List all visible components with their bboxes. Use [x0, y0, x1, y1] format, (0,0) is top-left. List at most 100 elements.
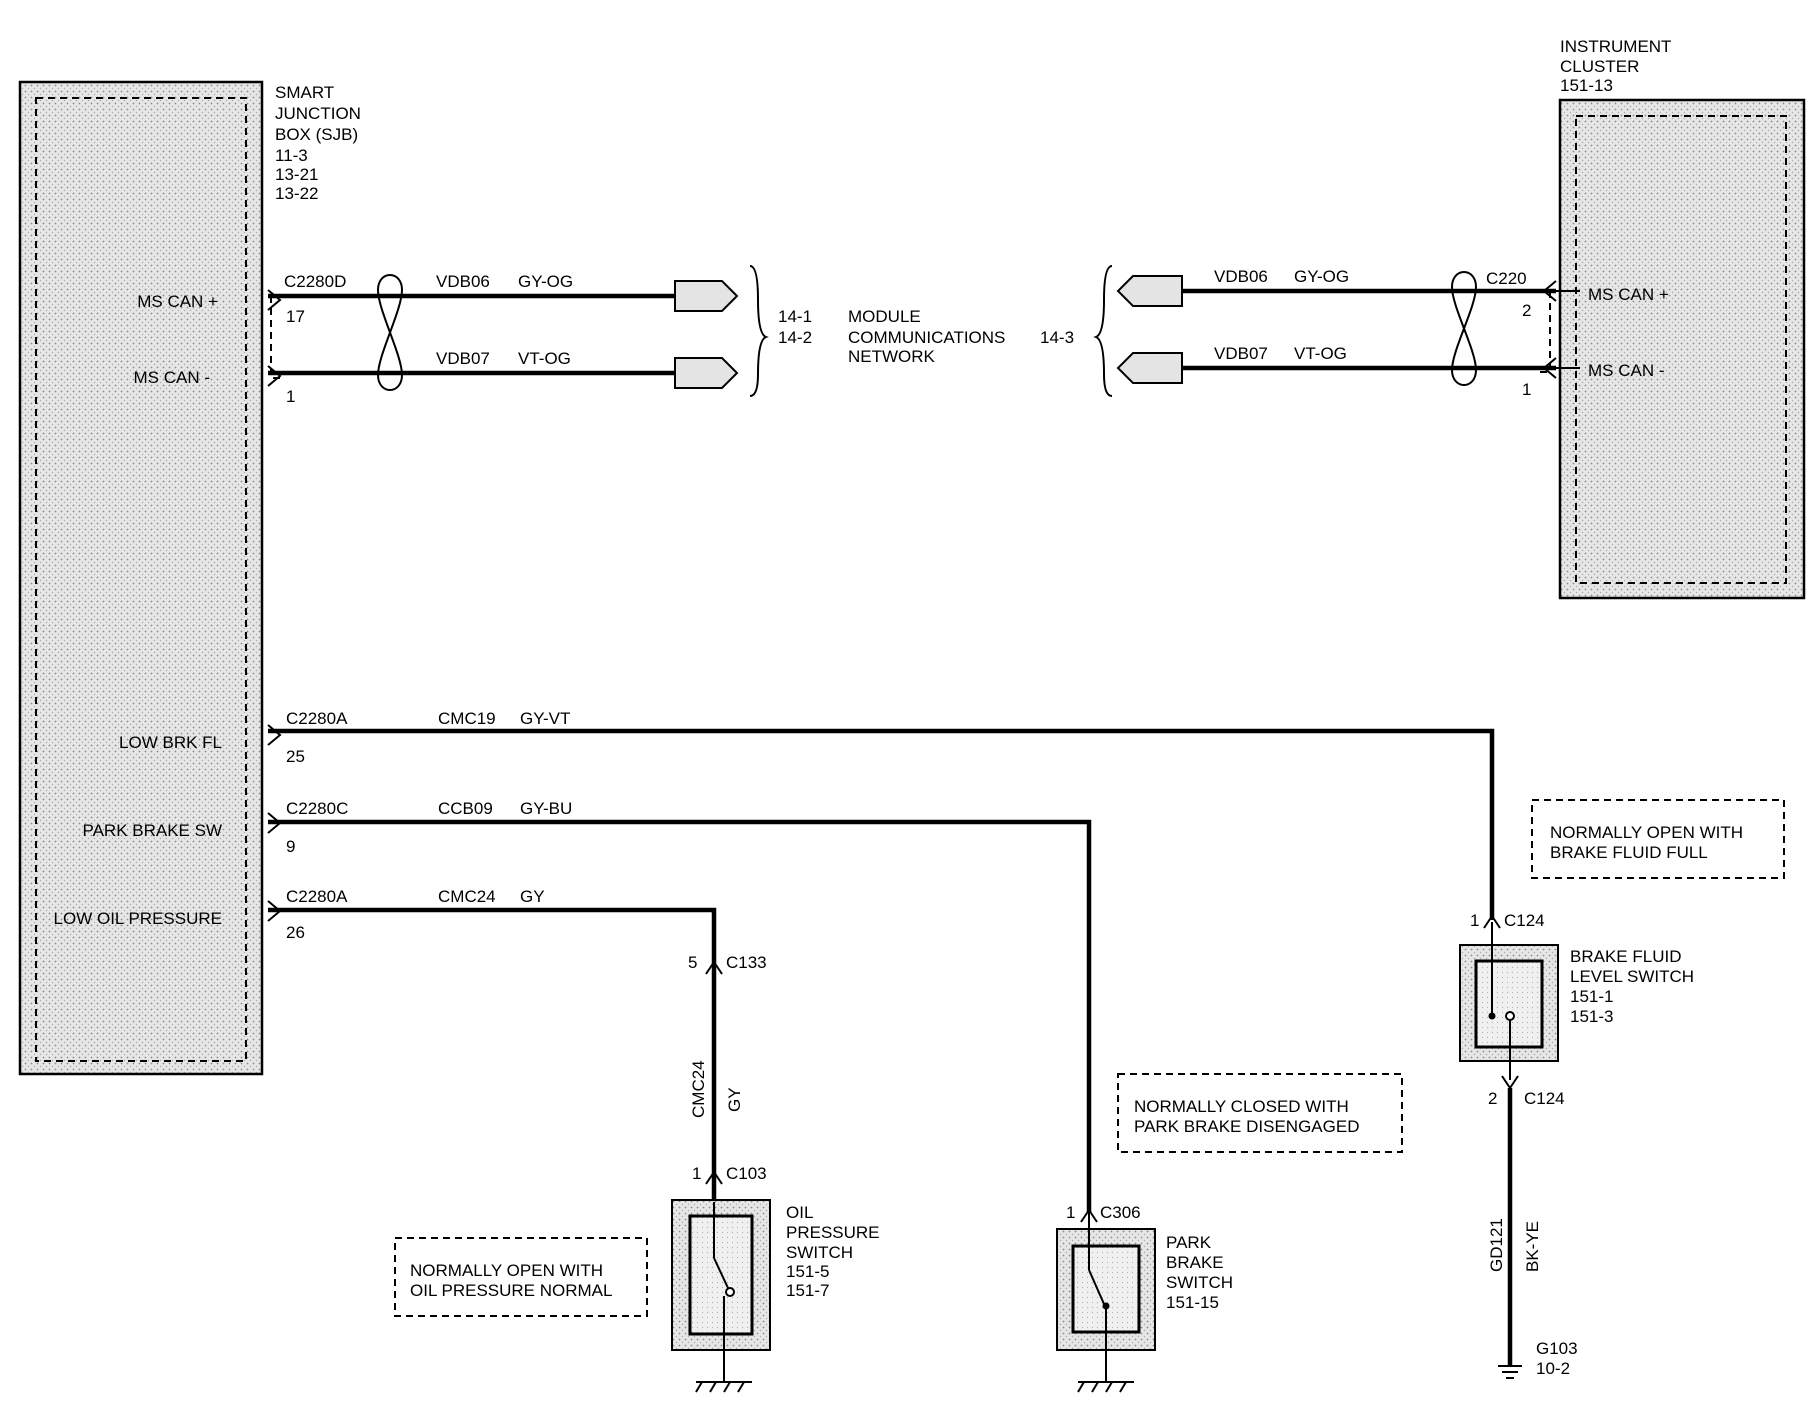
- network-reference: 14-1 14-2 MODULE COMMUNICATIONS NETWORK …: [778, 307, 1074, 366]
- pin-number: 26: [286, 923, 305, 942]
- connector-label: C2280D: [284, 272, 346, 291]
- connector-label: C124: [1524, 1089, 1565, 1108]
- component-ref: 151-3: [1570, 1007, 1613, 1026]
- sjb-title-line: BOX (SJB): [275, 125, 358, 144]
- circuit-number: CMC24: [689, 1060, 708, 1118]
- network-label: COMMUNICATIONS: [848, 328, 1005, 347]
- connector-label: C103: [726, 1164, 767, 1183]
- network-ref: 14-1: [778, 307, 812, 326]
- sjb-title-line: SMART: [275, 83, 334, 102]
- network-label: MODULE: [848, 307, 921, 326]
- note-text: PARK BRAKE DISENGAGED: [1134, 1117, 1359, 1136]
- network-terminal-icon: [1116, 275, 1183, 307]
- switch-body: [688, 1214, 754, 1336]
- network-terminal-icon: [674, 357, 739, 389]
- sjb-inner-border: [35, 97, 247, 1062]
- wire-color: GY-BU: [520, 799, 572, 818]
- sjb-title-line: JUNCTION: [275, 104, 361, 123]
- component-label: PARK: [1166, 1233, 1212, 1252]
- component-label: LEVEL SWITCH: [1570, 967, 1694, 986]
- twisted-pair-icon: [376, 274, 404, 391]
- cluster-body: [1558, 98, 1806, 600]
- cluster-title-line: INSTRUMENT: [1560, 37, 1671, 56]
- sjb-pin-low-brk-fl: LOW BRK FL: [119, 733, 222, 752]
- circuit-number: CMC24: [438, 887, 496, 906]
- sjb-pin-park-brake-sw: PARK BRAKE SW: [83, 821, 223, 840]
- cluster-inner-border: [1575, 115, 1787, 584]
- pin-number: 5: [688, 953, 697, 972]
- pin-number: 9: [286, 837, 295, 856]
- pin-arrow: [1542, 357, 1557, 379]
- chassis-ground-icon: [695, 1381, 752, 1393]
- switch-terminal-icon: [725, 1287, 735, 1297]
- note-text: NORMALLY CLOSED WITH: [1134, 1097, 1349, 1116]
- component-label: OIL: [786, 1203, 813, 1222]
- switch-terminal-icon: [1488, 1012, 1496, 1020]
- sjb-body: [18, 80, 264, 1076]
- pin-number: 1: [1066, 1203, 1075, 1222]
- cluster-ref: 151-13: [1560, 76, 1613, 95]
- connector-arrow-icon: [705, 960, 723, 975]
- switch-contact-icon: [713, 1257, 729, 1289]
- twisted-pair-icon: [1450, 271, 1478, 386]
- sjb-title: SMART JUNCTION BOX (SJB) 11-3 13-21 13-2…: [275, 83, 361, 203]
- connector-label: C133: [726, 953, 767, 972]
- wire-color: BK-YE: [1523, 1221, 1542, 1272]
- connector-label: C124: [1504, 911, 1545, 930]
- wire-cmc24: [268, 907, 717, 1202]
- connector-label: C2280A: [286, 887, 348, 906]
- circuit-number: VDB06: [1214, 267, 1268, 286]
- sjb-connector-outline: [270, 296, 284, 379]
- brace-icon: [1093, 265, 1113, 397]
- brace-icon: [749, 265, 769, 397]
- component-ref: 151-5: [786, 1262, 829, 1281]
- note-brake-fluid: NORMALLY OPEN WITH BRAKE FLUID FULL: [1531, 799, 1785, 879]
- connector-label: C2280A: [286, 709, 348, 728]
- note-oil-pressure: NORMALLY OPEN WITH OIL PRESSURE NORMAL: [394, 1237, 648, 1317]
- wire-color: GY-OG: [518, 272, 573, 291]
- wire-ccb09: [268, 819, 1092, 1212]
- circuit-number: VDB06: [436, 272, 490, 291]
- note-box: [1117, 1073, 1403, 1153]
- pin-number: 1: [692, 1164, 701, 1183]
- can-right-pair: VDB06 GY-OG VDB07 VT-OG C220 2 1: [1093, 265, 1580, 399]
- sjb-ref: 11-3: [275, 146, 308, 165]
- switch-terminal-icon: [1505, 1011, 1515, 1021]
- circuit-number: VDB07: [1214, 344, 1268, 363]
- note-text: NORMALLY OPEN WITH: [410, 1261, 603, 1280]
- pin-number: 1: [1470, 911, 1479, 930]
- ground-label: G103: [1536, 1339, 1578, 1358]
- pin-number: 1: [1522, 380, 1531, 399]
- pin-arrow: [267, 289, 282, 311]
- network-label: NETWORK: [848, 347, 936, 366]
- chassis-ground-icon: [1077, 1381, 1134, 1393]
- component-label: SWITCH: [786, 1243, 853, 1262]
- circuit-number: GD121: [1487, 1218, 1506, 1272]
- component-ref: 151-7: [786, 1281, 829, 1300]
- circuit-number: CMC19: [438, 709, 496, 728]
- note-box: [1531, 799, 1785, 879]
- ground-ref: 10-2: [1536, 1359, 1570, 1378]
- cluster-title-line: CLUSTER: [1560, 57, 1639, 76]
- brake-fluid-level-switch: 1 C124 2 C124 GD121 BK-YE G103 10-2 BRAK…: [1459, 911, 1694, 1379]
- component-ref: 151-1: [1570, 987, 1613, 1006]
- cluster-connector-outline: [1538, 291, 1551, 373]
- connector-arrow-icon: [1483, 914, 1501, 929]
- pin-number: 1: [286, 387, 295, 406]
- note-text: OIL PRESSURE NORMAL: [410, 1281, 612, 1300]
- pin-arrow: [1542, 280, 1557, 302]
- switch-contact-icon: [1088, 1269, 1105, 1305]
- component-ref: 151-15: [1166, 1293, 1219, 1312]
- oil-pressure-switch: OIL PRESSURE SWITCH 151-5 151-7: [671, 1199, 880, 1393]
- cluster-pin-ms-can-plus: MS CAN +: [1588, 285, 1669, 304]
- can-left-pair: C2280D 17 1 VDB06 GY-OG VDB07 VT-OG: [267, 265, 769, 406]
- connector-label: C2280C: [286, 799, 348, 818]
- component-label: BRAKE: [1166, 1253, 1224, 1272]
- sjb-pin-ms-can-minus: MS CAN -: [134, 368, 211, 387]
- wire-color: GY: [520, 887, 545, 906]
- pin-number: 25: [286, 747, 305, 766]
- circuit-number: VDB07: [436, 349, 490, 368]
- network-terminal-icon: [674, 280, 739, 312]
- network-ref: 14-3: [1040, 328, 1074, 347]
- network-ref: 14-2: [778, 328, 812, 347]
